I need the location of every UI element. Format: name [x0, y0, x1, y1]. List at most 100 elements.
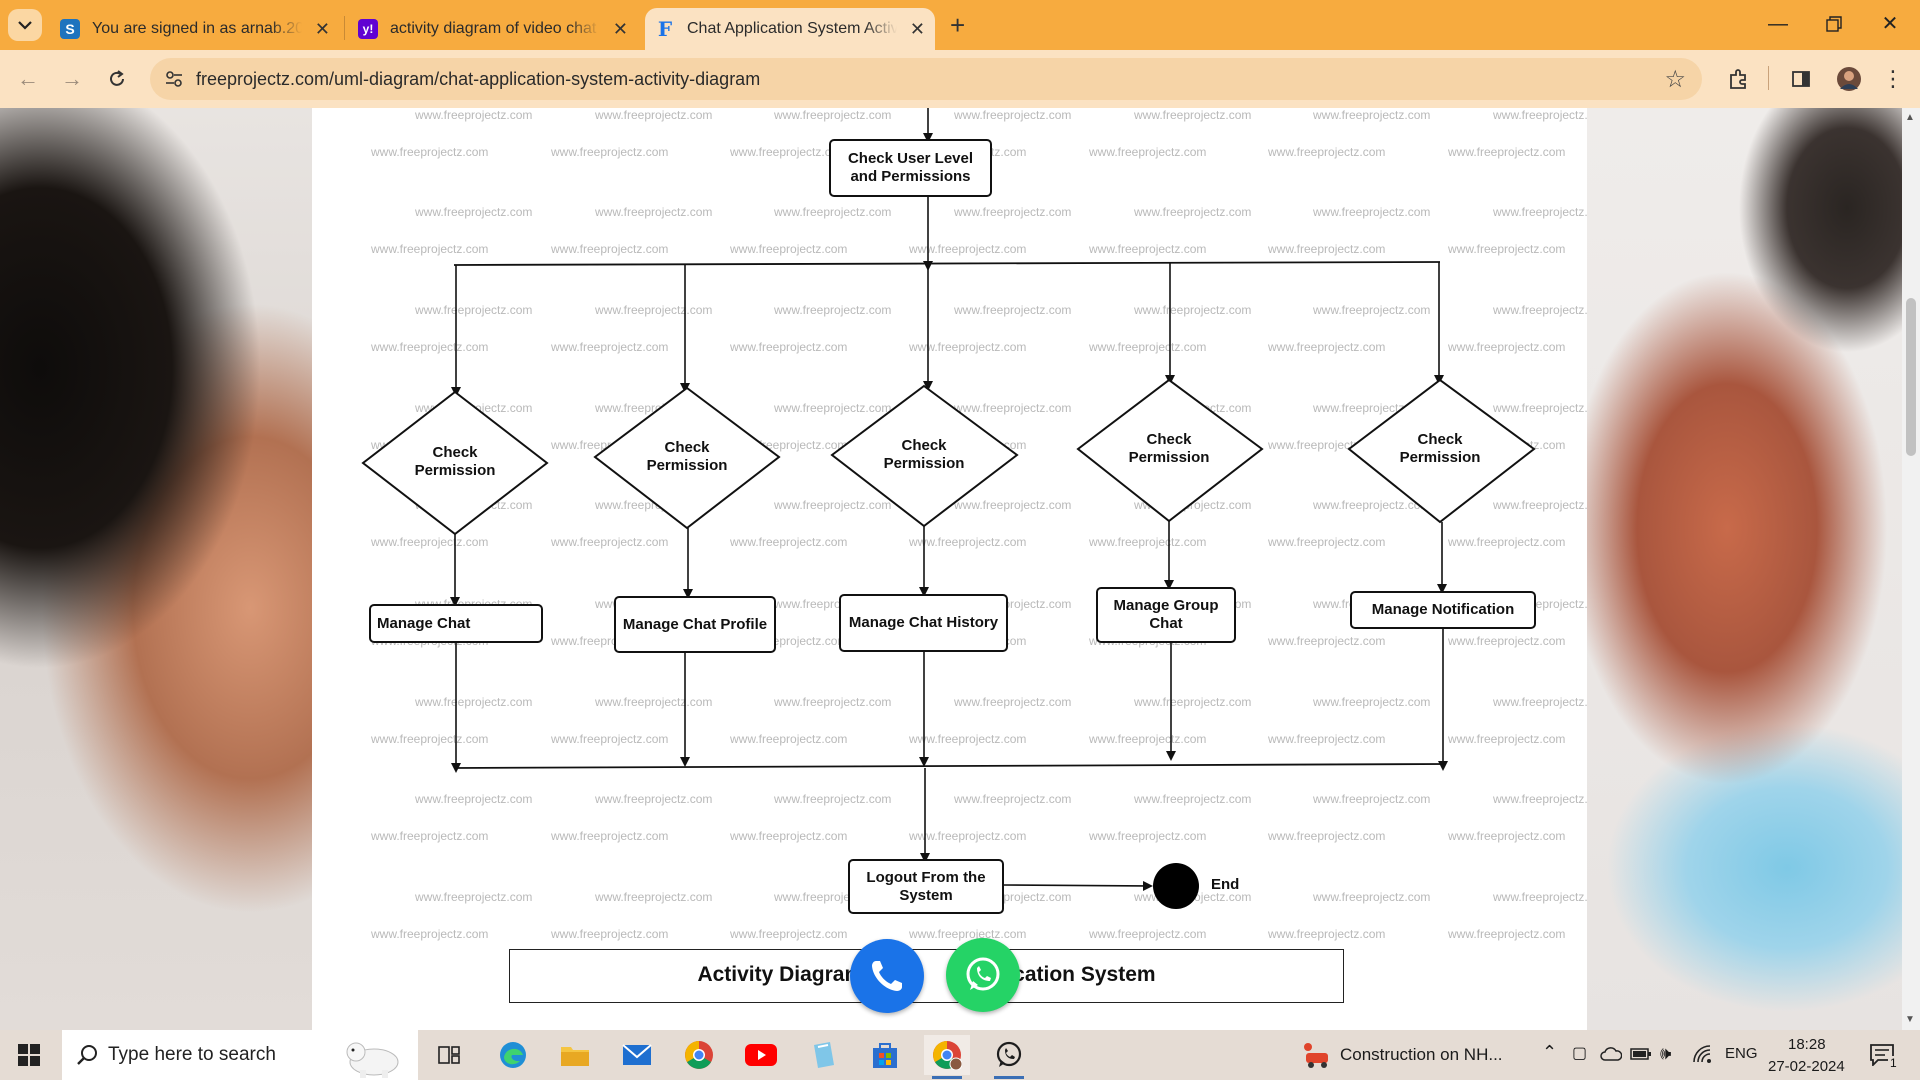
windows-taskbar: Type here to search Construction on NH..…	[0, 1030, 1920, 1080]
watermark-text: www.freeprojectz.com	[1089, 927, 1207, 941]
task-view-icon[interactable]	[426, 1035, 472, 1075]
toolbar-divider	[1768, 66, 1769, 90]
news-weather-icon[interactable]	[1298, 1035, 1334, 1075]
watermark-text: www.freeprojectz.com	[551, 829, 669, 843]
notification-center-button[interactable]: 1	[1864, 1042, 1908, 1070]
scroll-down-icon[interactable]: ▼	[1905, 1014, 1915, 1025]
news-ticker[interactable]: Construction on NH...	[1340, 1045, 1503, 1064]
forward-icon[interactable]: →	[61, 66, 83, 91]
background-photo-right	[1587, 108, 1902, 1030]
watermark-text: www.freeprojectz.com	[730, 535, 848, 549]
watermark-text: www.freeprojectz.com	[774, 498, 892, 512]
s-favicon-icon: S	[60, 19, 80, 39]
window-close-icon[interactable]: ✕	[1881, 13, 1899, 35]
watermark-text: www.freeprojectz.com	[909, 242, 1027, 256]
phone-call-button[interactable]	[850, 939, 924, 1013]
microsoft-store-icon[interactable]	[862, 1035, 908, 1075]
restore-icon[interactable]	[1814, 8, 1854, 40]
profile-avatar[interactable]	[1832, 62, 1866, 96]
tab-signed-in[interactable]: S You are signed in as arnab.2024 ✕	[50, 8, 340, 50]
notes-app-icon[interactable]	[800, 1035, 846, 1075]
watermark-text: www.freeprojectz.com	[909, 340, 1027, 354]
site-info-icon[interactable]	[164, 69, 184, 89]
watermark-text: www.freeprojectz.com	[774, 695, 892, 709]
taskbar-search-box[interactable]: Type here to search	[62, 1030, 418, 1080]
watermark-text: www.freeprojectz.com	[551, 535, 669, 549]
watermark-text: www.freeprojectz.com	[1448, 732, 1566, 746]
watermark-text: www.freeprojectz.com	[1313, 108, 1431, 122]
chrome-icon[interactable]	[676, 1035, 722, 1075]
tab-search-button[interactable]	[8, 9, 42, 41]
watermark-text: www.freeprojectz.com	[415, 303, 533, 317]
meet-now-icon[interactable]: ▢	[1572, 1045, 1588, 1062]
whatsapp-app-icon[interactable]	[986, 1035, 1032, 1079]
watermark-text: www.freeprojectz.com	[954, 695, 1072, 709]
watermark-text: www.freeprojectz.com	[1268, 732, 1386, 746]
decision-label: Check Permission	[414, 444, 496, 479]
close-icon[interactable]: ✕	[909, 19, 925, 39]
watermark-text: www.freeprojectz.com	[1493, 205, 1587, 219]
bookmark-star-icon[interactable]: ☆	[1664, 66, 1686, 93]
mail-icon[interactable]	[614, 1035, 660, 1075]
windows-start-icon[interactable]	[6, 1035, 52, 1075]
back-icon[interactable]: ←	[17, 66, 39, 91]
watermark-text: www.freeprojectz.com	[954, 401, 1072, 415]
whatsapp-button[interactable]	[946, 938, 1020, 1012]
watermark-text: www.freeprojectz.com	[909, 535, 1027, 549]
watermark-text: www.freeprojectz.com	[551, 242, 669, 256]
wifi-icon[interactable]	[1692, 1044, 1712, 1064]
watermark-text: www.freeprojectz.com	[1313, 303, 1431, 317]
freeprojectz-favicon-icon: F	[657, 17, 673, 41]
watermark-text: www.freeprojectz.com	[1448, 927, 1566, 941]
watermark-text: www.freeprojectz.com	[1313, 695, 1431, 709]
decision-diamond	[593, 386, 781, 530]
address-bar[interactable]: freeprojectz.com/uml-diagram/chat-applic…	[150, 58, 1702, 100]
watermark-text: www.freeprojectz.com	[1134, 108, 1252, 122]
reload-icon[interactable]	[101, 63, 133, 95]
watermark-text: www.freeprojectz.com	[1268, 927, 1386, 941]
watermark-text: www.freeprojectz.com	[774, 205, 892, 219]
watermark-text: www.freeprojectz.com	[371, 535, 489, 549]
diagram-panel: www.freeprojectz.com www.freeprojectz.com…	[312, 108, 1587, 1030]
close-icon[interactable]: ✕	[612, 19, 628, 39]
watermark-text: www.freeprojectz.com	[909, 927, 1027, 941]
tab-yahoo-search[interactable]: y! activity diagram of video chat a ✕	[348, 8, 638, 50]
menu-kebab-icon[interactable]: ⋮	[1882, 66, 1904, 91]
watermark-text: www.freeprojectz.com	[415, 695, 533, 709]
tab-chat-application[interactable]: F Chat Application System Activit ✕	[645, 8, 935, 50]
language-indicator[interactable]: ENG	[1725, 1045, 1758, 1062]
watermark-text: www.freeprojectz.com	[1089, 829, 1207, 843]
end-label: End	[1211, 876, 1240, 893]
watermark-text: www.freeprojectz.com	[774, 401, 892, 415]
youtube-icon[interactable]	[738, 1035, 784, 1075]
battery-icon[interactable]	[1630, 1047, 1652, 1061]
volume-icon[interactable]: 🕪	[1660, 1043, 1672, 1063]
decision-label: Check Permission	[1128, 431, 1210, 466]
extensions-icon[interactable]	[1722, 62, 1756, 96]
clock-date[interactable]: 27-02-2024	[1768, 1058, 1845, 1075]
file-explorer-icon[interactable]	[552, 1035, 598, 1075]
onedrive-cloud-icon[interactable]	[1600, 1046, 1622, 1062]
edge-browser-icon[interactable]	[490, 1035, 536, 1075]
diagram-caption-box	[509, 949, 1344, 1003]
watermark-text: www.freeprojectz.com	[1268, 242, 1386, 256]
watermark-text: www.freeprojectz.com	[1268, 829, 1386, 843]
watermark-text: www.freeprojectz.com	[1448, 340, 1566, 354]
caption-left: Activity Diagram	[697, 963, 864, 986]
page-scrollbar[interactable]: ▲ ▼	[1902, 108, 1920, 1030]
url-text[interactable]: freeprojectz.com/uml-diagram/chat-applic…	[196, 69, 761, 89]
watermark-text: www.freeprojectz.com	[954, 205, 1072, 219]
scroll-up-icon[interactable]: ▲	[1905, 112, 1915, 123]
chrome-profile-running-icon[interactable]	[924, 1035, 970, 1079]
show-hidden-icons-chevron-icon[interactable]: ⌃	[1542, 1042, 1558, 1062]
new-tab-icon[interactable]: +	[950, 10, 966, 40]
fork-bar	[453, 261, 1441, 266]
side-panel-icon[interactable]	[1784, 62, 1818, 96]
minimize-icon[interactable]: —	[1768, 13, 1788, 35]
watermark-text: www.freeprojectz.com	[551, 927, 669, 941]
clock-time[interactable]: 18:28	[1788, 1036, 1826, 1053]
watermark-text: www.freeprojectz.com	[1134, 792, 1252, 806]
scrollbar-thumb[interactable]	[1906, 298, 1916, 456]
end-node	[1153, 863, 1199, 909]
close-icon[interactable]: ✕	[314, 19, 330, 39]
